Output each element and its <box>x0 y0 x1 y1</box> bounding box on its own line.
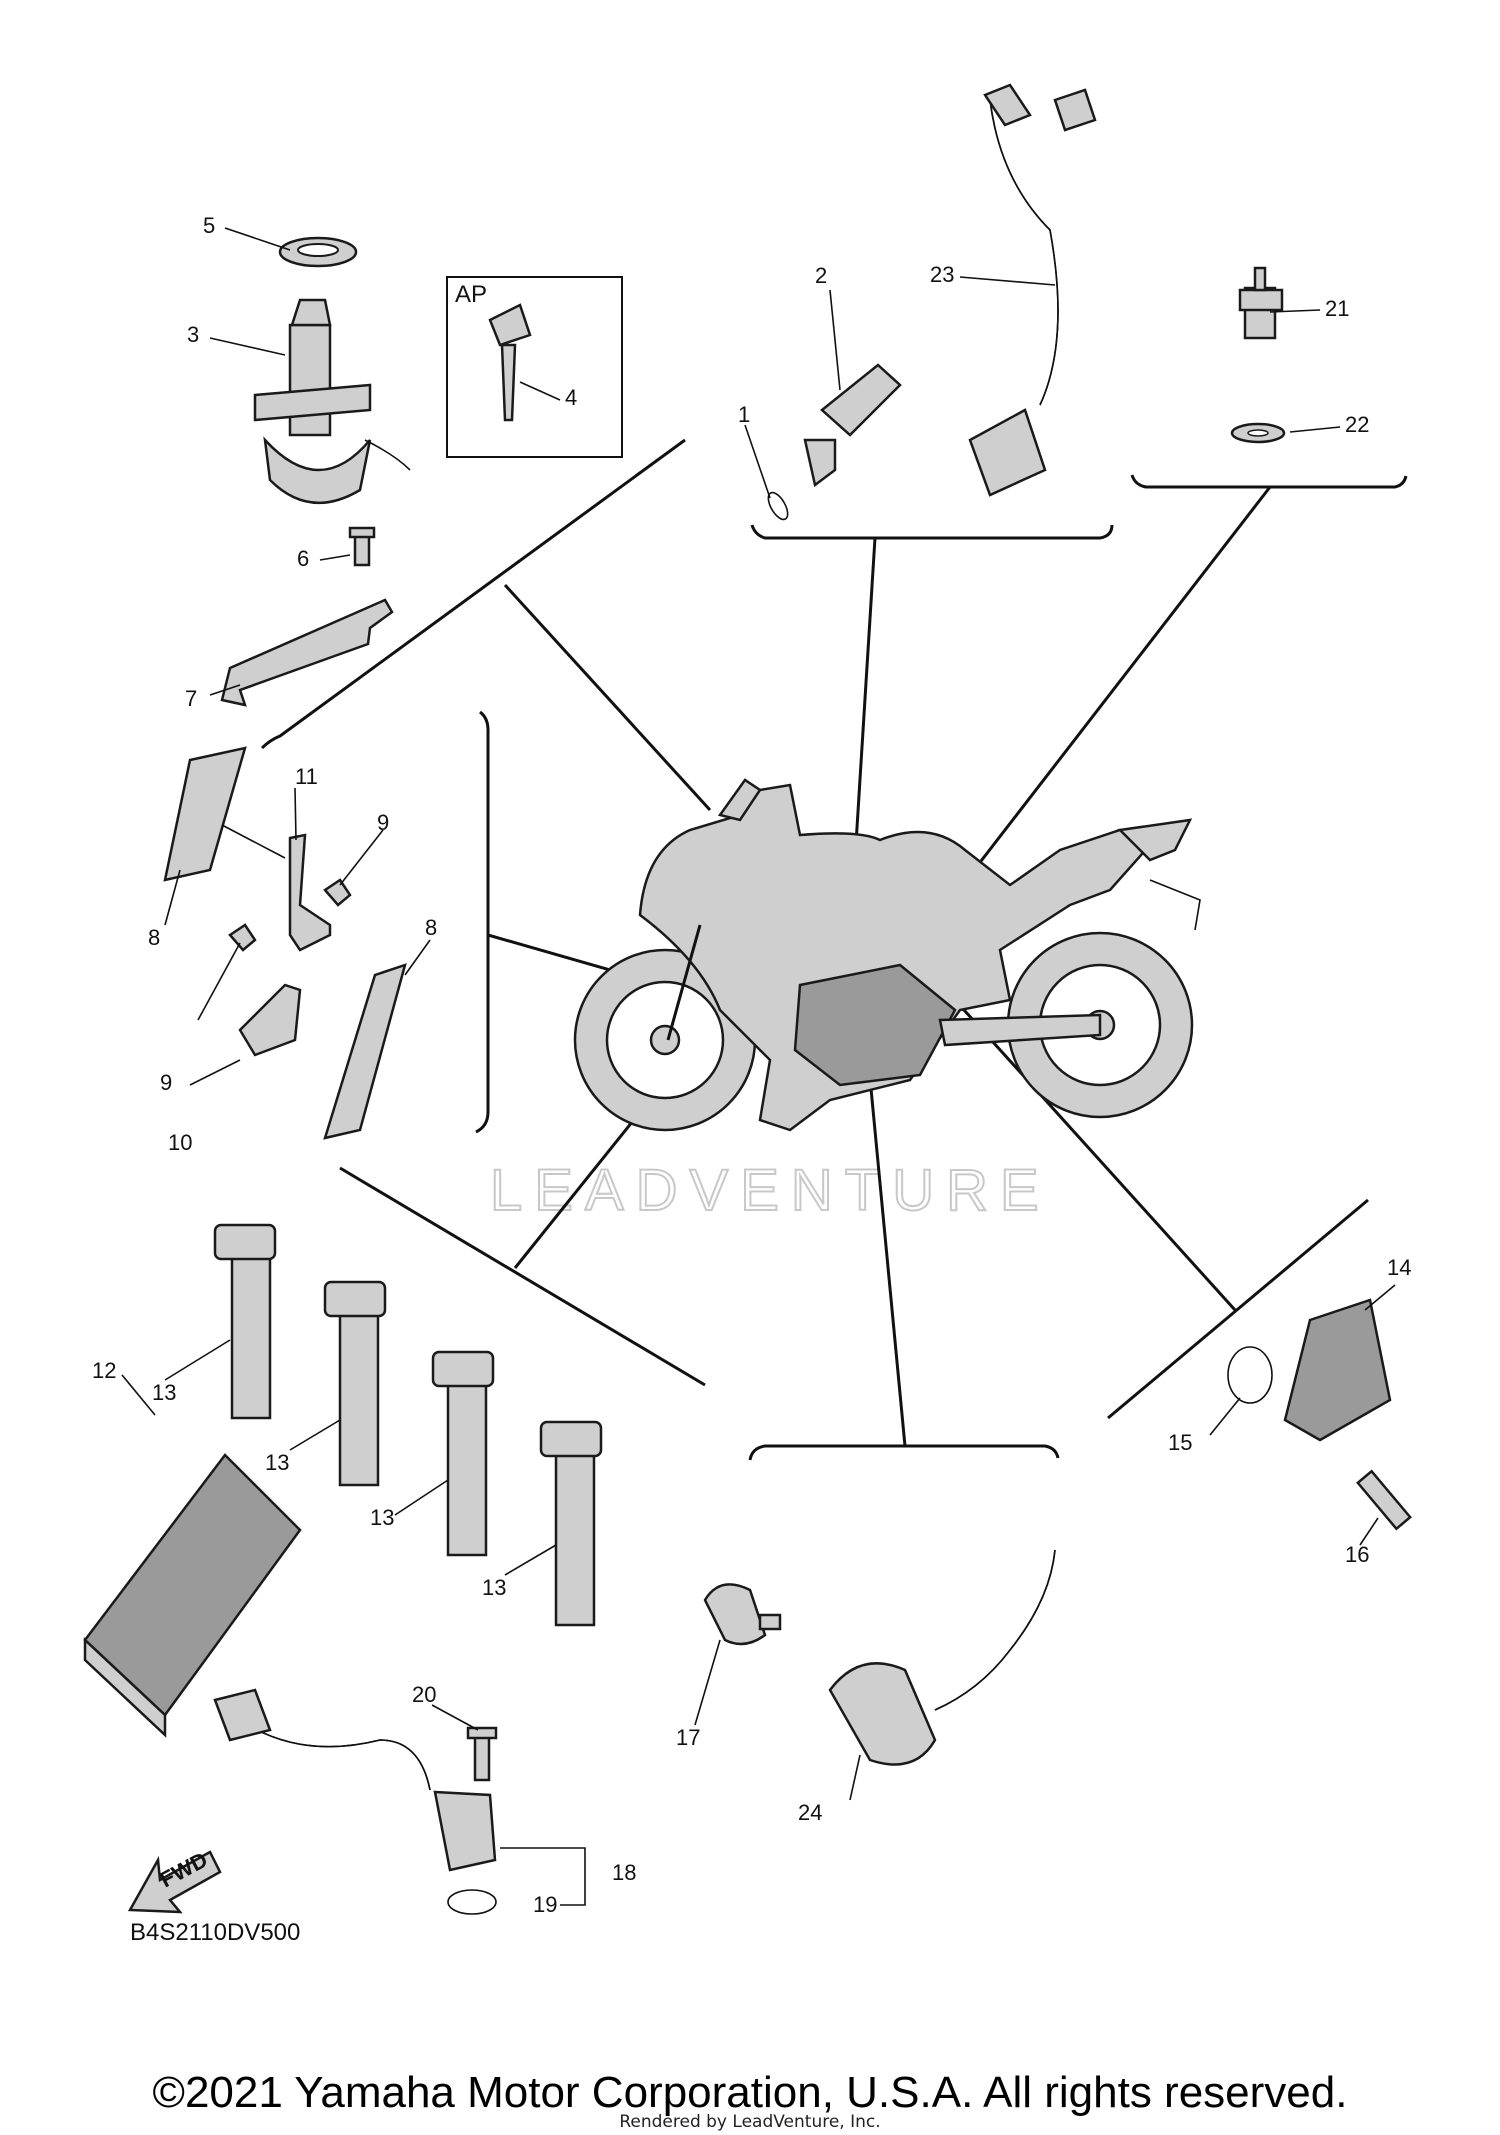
callout-9b: 9 <box>160 1070 172 1095</box>
callout-16: 16 <box>1345 1542 1369 1567</box>
ecu-part <box>83 1453 302 1738</box>
callout-17: 17 <box>676 1725 700 1750</box>
sensor-parts-17-24 <box>703 1549 1056 1766</box>
callout-4: 4 <box>565 385 577 410</box>
callout-12: 12 <box>92 1358 116 1383</box>
callout-leaders <box>121 227 1396 1801</box>
parts-diagram: LEADVENTURE <box>83 83 1412 1946</box>
callout-22: 22 <box>1345 412 1369 437</box>
rendered-by-credit: Rendered by LeadVenture, Inc. <box>619 2112 881 2132</box>
sensor-parts-1-2-23 <box>767 83 1097 521</box>
callout-13c: 13 <box>370 1505 394 1530</box>
coil-4 <box>539 1420 603 1627</box>
callout-15: 15 <box>1168 1430 1192 1455</box>
callout-5: 5 <box>203 213 215 238</box>
copyright-notice: ©2021 Yamaha Motor Corporation, U.S.A. A… <box>152 2068 1348 2117</box>
callout-19: 19 <box>533 1892 557 1917</box>
sensor-parts-18-20 <box>213 1688 586 1915</box>
ap-box: AP <box>446 276 623 458</box>
callout-20: 20 <box>412 1682 436 1707</box>
callout-1: 1 <box>738 402 750 427</box>
callout-14: 14 <box>1387 1255 1411 1280</box>
callout-13d: 13 <box>482 1575 506 1600</box>
callout-8b: 8 <box>425 915 437 940</box>
sensor-parts-21-22 <box>1230 266 1286 444</box>
callout-23: 23 <box>930 262 954 287</box>
callout-21: 21 <box>1325 296 1349 321</box>
callout-6: 6 <box>297 546 309 571</box>
ap-box-label: AP <box>455 281 487 308</box>
callout-11: 11 <box>295 764 318 789</box>
diagram-code: B4S2110DV500 <box>130 1919 300 1946</box>
coil-1 <box>213 1223 277 1420</box>
motorcycle-illustration <box>573 778 1201 1132</box>
callout-24: 24 <box>798 1800 822 1825</box>
callout-3: 3 <box>187 322 199 347</box>
coil-3 <box>431 1350 495 1557</box>
callout-2: 2 <box>815 263 827 288</box>
callout-13a: 13 <box>152 1380 176 1405</box>
regulator-parts-8-11 <box>163 746 407 1140</box>
callout-7: 7 <box>185 686 197 711</box>
callout-10: 10 <box>168 1130 192 1155</box>
key-part <box>488 303 532 422</box>
callout-18: 18 <box>612 1860 636 1885</box>
coil-2 <box>323 1280 387 1487</box>
sensor-parts-14-16 <box>1227 1298 1412 1531</box>
callout-numbers: 1 2 3 4 5 6 7 8 8 9 9 10 11 12 13 13 13 … <box>92 213 1411 1917</box>
ignition-coils <box>213 1223 603 1627</box>
fwd-arrow: FWD <box>127 1847 222 1914</box>
ignition-switch-parts <box>220 236 411 707</box>
callout-9a: 9 <box>377 810 389 835</box>
watermark-text: LEADVENTURE <box>490 1158 1051 1223</box>
callout-8a: 8 <box>148 925 160 950</box>
callout-13b: 13 <box>265 1450 289 1475</box>
